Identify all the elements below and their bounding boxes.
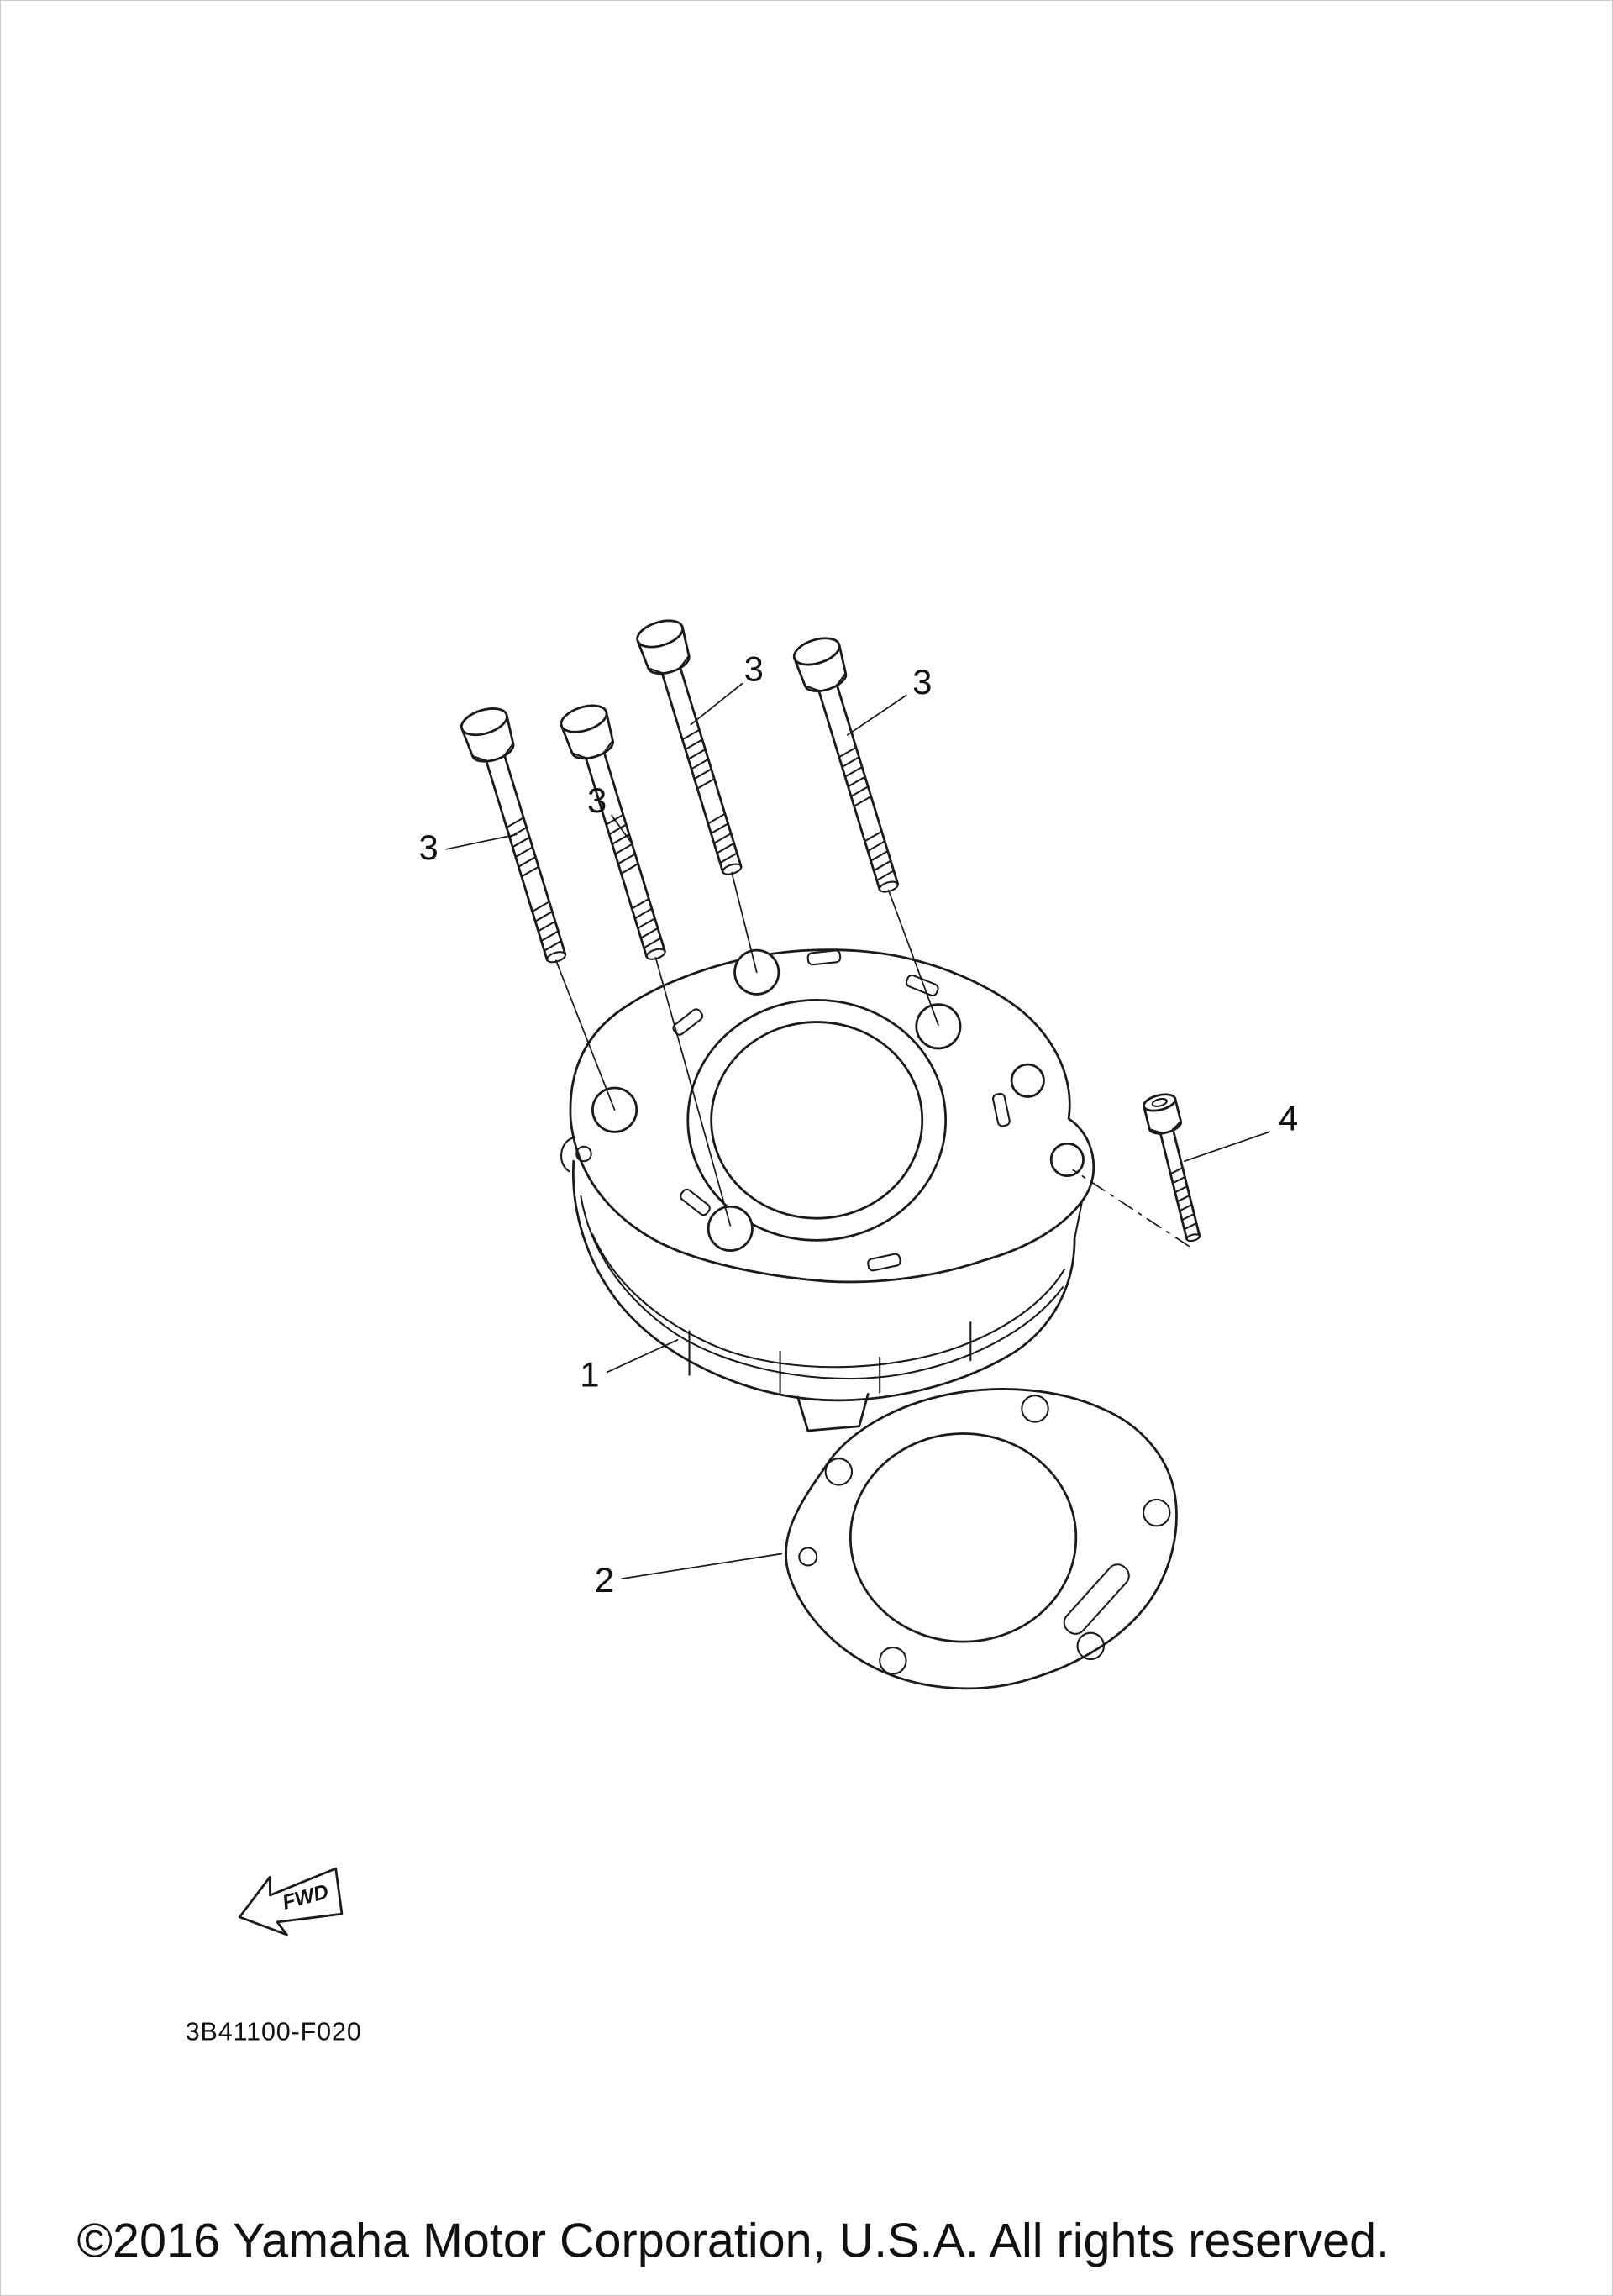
diagram-code: 3B41100-F020 [186,2017,362,2046]
stud-bolt-b [556,699,681,967]
stud-hole [915,1003,962,1050]
callout-1: 1 [580,1355,599,1395]
stud-bolt-d [790,632,914,900]
cylinder-drawing [560,948,1095,1432]
leader-line [611,814,632,843]
cylinder-bore-outer [686,998,948,1242]
stud-alignment-lines [554,871,939,1227]
bolt-hole [1010,1063,1045,1098]
gasket-hole [1142,1498,1171,1527]
gasket-hole [879,1647,907,1675]
copyright-text: ©2016 Yamaha Motor Corporation, U.S.A. A… [77,2214,1390,2267]
leader-line [690,682,743,726]
leader-line [621,1553,783,1580]
stud-bolt-c [633,614,757,882]
gasket-bore-hole [849,1432,1078,1643]
bolt-hole [1049,1142,1085,1178]
leader-line [606,1339,679,1374]
cylinder-body [571,1159,1083,1432]
callout-2: 2 [595,1560,614,1600]
gasket-hole [798,1547,818,1567]
leader-line [1183,1131,1270,1163]
gasket-hole [1021,1395,1049,1423]
callout-4: 4 [1279,1099,1298,1138]
gasket-slot [1063,1563,1130,1635]
gasket-hole [824,1458,854,1486]
fwd-arrow-icon: FWD [238,1867,344,1936]
cylinder-gasket-drawing [785,1388,1178,1690]
leader-line [846,694,907,736]
stud-bolt-a [457,702,581,969]
callout-3-mid: 3 [587,780,607,820]
leader-line [445,833,518,850]
callout-3-left: 3 [419,828,439,867]
callout-3-right: 3 [912,662,932,701]
flange-slots [672,949,1011,1272]
callout-3-upper: 3 [744,649,764,688]
cylinder-bore-inner [710,1021,924,1220]
stud-hole [707,1205,754,1252]
gasket-hole [1076,1631,1106,1661]
callouts: 3 3 3 3 4 1 2 [419,649,1299,1600]
bolt-alignment-line [1072,1169,1190,1248]
